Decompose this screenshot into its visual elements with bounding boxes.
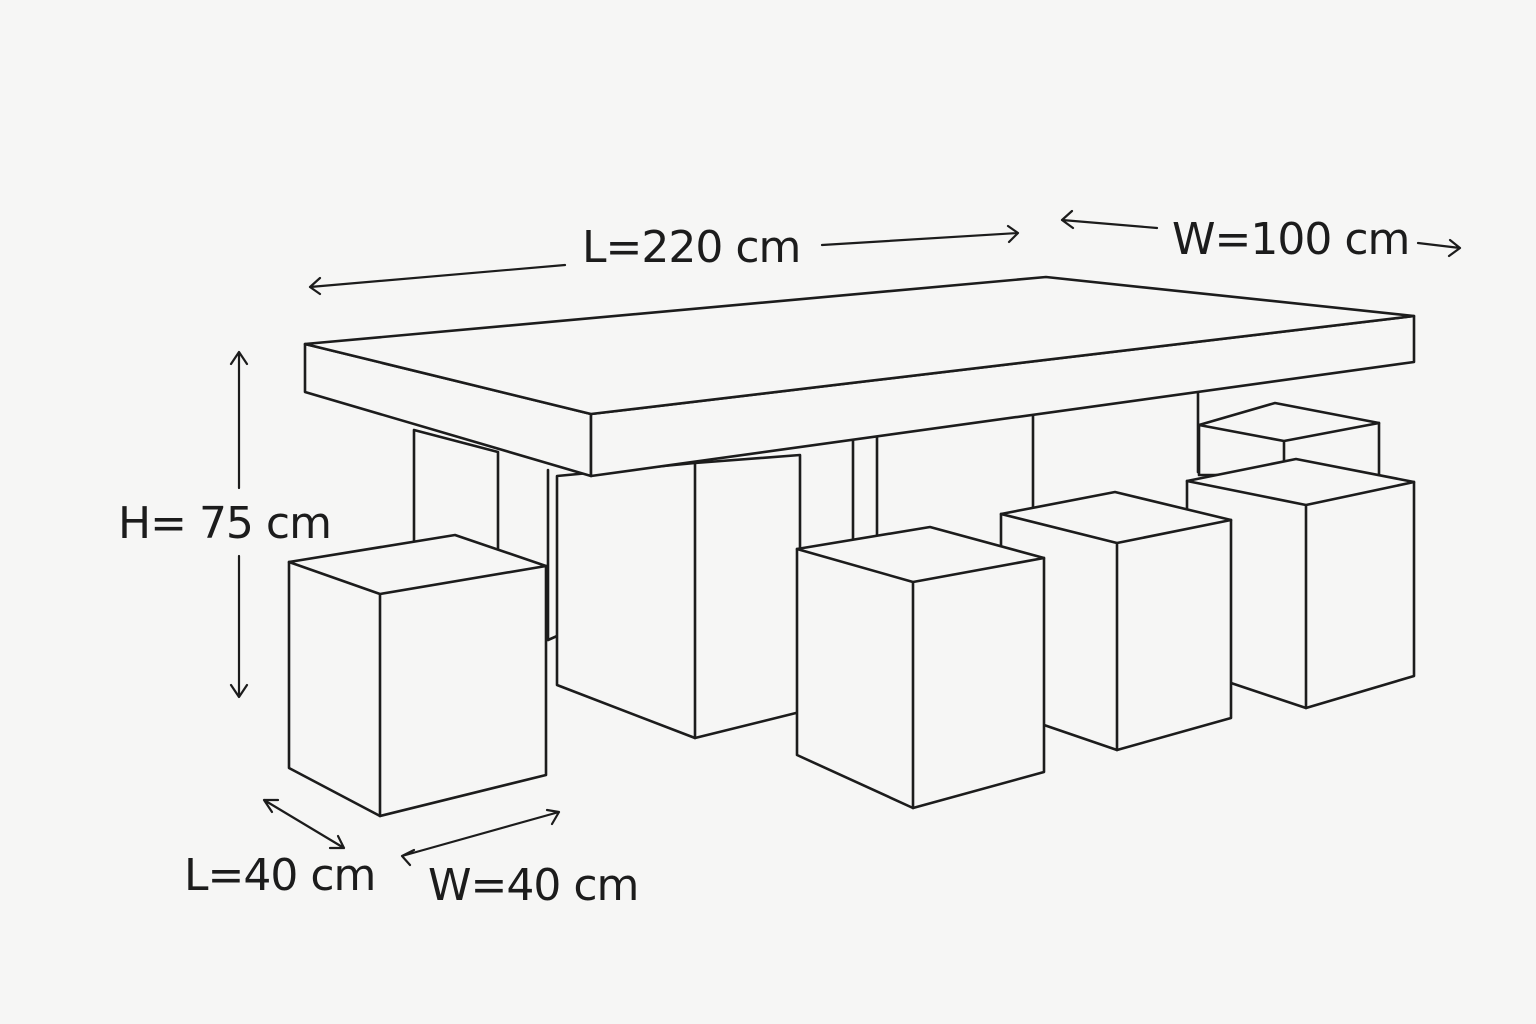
table-width-label: W=100 cm (1172, 214, 1410, 265)
stool-width-arrow (400, 808, 561, 867)
table-height-arrow (229, 350, 249, 699)
stool-width-label: W=40 cm (428, 860, 639, 911)
table-pedestal (555, 453, 802, 740)
stool-right (1185, 457, 1416, 710)
stool-middle (795, 525, 1046, 810)
stool-front-left (287, 533, 548, 818)
table-height-label: H= 75 cm (118, 498, 332, 549)
table-length-label: L=220 cm (582, 222, 801, 273)
table-width-arrow (1060, 209, 1462, 258)
table-length-arrow (308, 224, 1020, 296)
table-leg-left (412, 428, 559, 642)
table-top (303, 275, 1416, 478)
stool-back-right (1197, 401, 1381, 477)
stool-length-arrow (262, 798, 346, 850)
stool-length-label: L=40 cm (184, 850, 376, 901)
table-leg-center (851, 435, 879, 547)
